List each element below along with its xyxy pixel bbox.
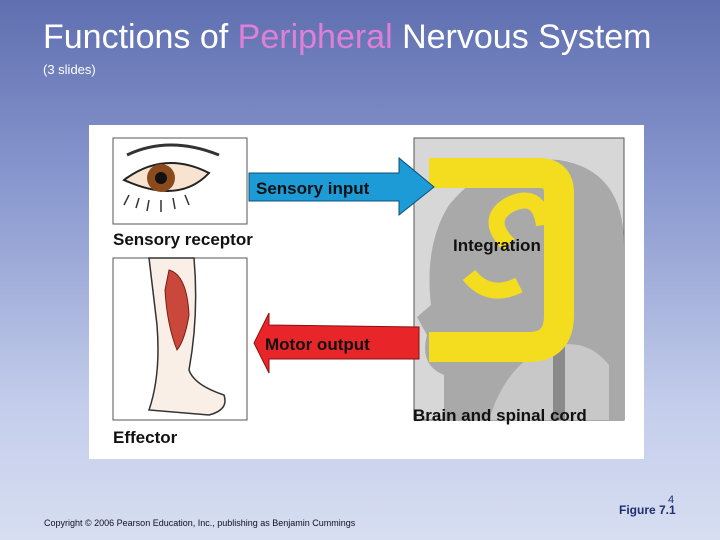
eye-illustration: [112, 137, 248, 225]
copyright-notice: Copyright © 2006 Pearson Education, Inc.…: [44, 518, 356, 528]
pns-diagram: Sensory input Motor output Sensory recep…: [112, 137, 625, 447]
title-highlight: Peripheral: [237, 18, 393, 56]
slide-title: Functions of Peripheral Nervous System: [43, 18, 652, 57]
figure-reference: Figure 7.1: [619, 503, 676, 517]
motor-output-arrow: [253, 312, 420, 374]
slide-subtitle: (3 slides): [43, 62, 96, 77]
motor-output-label: Motor output: [265, 335, 370, 354]
sensory-input-label: Sensory input: [256, 179, 370, 198]
page-number: 4: [668, 494, 675, 506]
effector-label: Effector: [113, 428, 178, 447]
title-part1: Functions of: [43, 18, 238, 56]
sensory-input-arrow: [248, 156, 435, 217]
integration-label: Integration: [453, 236, 541, 255]
pns-figure: Sensory input Motor output Sensory recep…: [89, 125, 644, 459]
integration-loop: [429, 158, 574, 362]
brain-spinal-label: Brain and spinal cord: [413, 406, 587, 425]
leg-illustration: [112, 257, 248, 421]
title-part2: Nervous System: [392, 18, 652, 56]
sensory-receptor-label: Sensory receptor: [113, 230, 253, 249]
